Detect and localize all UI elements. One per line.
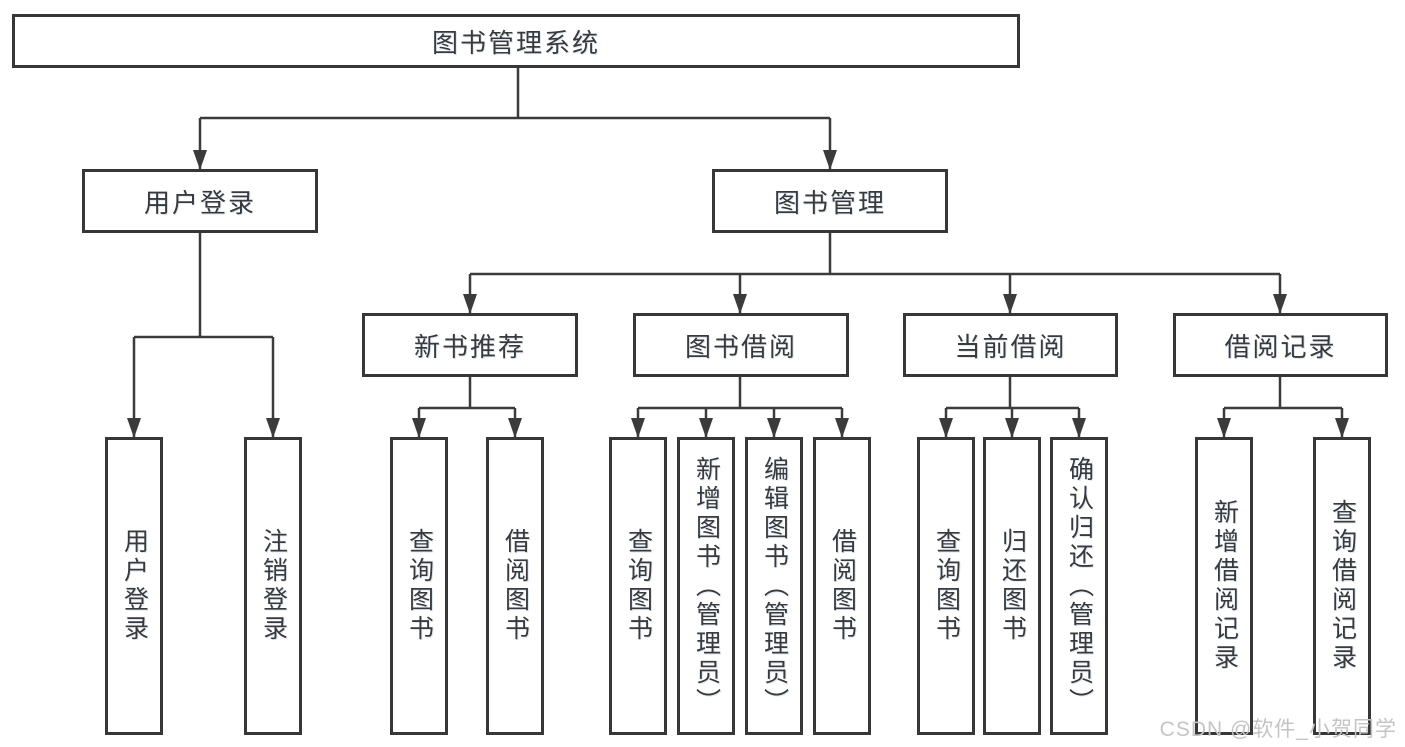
node-current-borrowing-label: 当前借阅 [954, 331, 1067, 362]
leaf-logout: 注销登录 [244, 437, 302, 735]
node-current-borrowing: 当前借阅 [903, 313, 1118, 377]
leaf-records-add-record: 新增借阅记录 [1195, 437, 1253, 735]
leaf-newrec-query-books: 查询图书 [390, 437, 448, 735]
node-book-borrowing: 图书借阅 [633, 313, 849, 377]
leaf-borrow-query-books-label: 查询图书 [624, 528, 653, 644]
leaf-current-return-books-label: 归还图书 [998, 528, 1027, 644]
node-book-borrowing-label: 图书借阅 [684, 331, 797, 362]
node-book-management-label: 图书管理 [773, 187, 886, 218]
leaf-newrec-borrow-books: 借阅图书 [486, 437, 544, 735]
leaf-records-query-record-label: 查询借阅记录 [1328, 499, 1357, 673]
csdn-watermark: CSDN @软件_小贺同学 [1159, 718, 1397, 741]
leaf-current-confirm-return-admin: 确认归还（管理员） [1050, 437, 1108, 735]
leaf-borrow-edit-books-admin: 编辑图书（管理员） [745, 437, 803, 735]
leaf-records-add-record-label: 新增借阅记录 [1210, 499, 1239, 673]
leaf-current-query-books: 查询图书 [917, 437, 975, 735]
node-new-book-recommend: 新书推荐 [362, 313, 578, 377]
leaf-borrow-borrow-books-label: 借阅图书 [828, 528, 857, 644]
leaf-newrec-query-books-label: 查询图书 [405, 528, 434, 644]
leaf-borrow-query-books: 查询图书 [609, 437, 667, 735]
node-borrowing-records: 借阅记录 [1173, 313, 1388, 377]
leaf-borrow-add-books-admin: 新增图书（管理员） [677, 437, 735, 735]
node-new-book-recommend-label: 新书推荐 [413, 331, 526, 362]
leaf-newrec-borrow-books-label: 借阅图书 [501, 528, 530, 644]
node-root-system: 图书管理系统 [12, 14, 1020, 68]
leaf-borrow-add-books-admin-label: 新增图书（管理员） [692, 455, 721, 717]
node-book-management: 图书管理 [712, 169, 948, 233]
leaf-borrow-edit-books-admin-label: 编辑图书（管理员） [760, 455, 789, 717]
node-borrowing-records-label: 借阅记录 [1224, 331, 1337, 362]
leaf-current-return-books: 归还图书 [983, 437, 1041, 735]
node-root-label: 图书管理系统 [431, 27, 600, 58]
leaf-user-login-label: 用户登录 [120, 528, 149, 644]
leaf-user-login: 用户登录 [105, 437, 163, 735]
leaf-current-confirm-return-admin-label: 确认归还（管理员） [1065, 455, 1094, 717]
leaf-logout-label: 注销登录 [259, 528, 288, 644]
node-user-login: 用户登录 [82, 169, 318, 233]
leaf-current-query-books-label: 查询图书 [932, 528, 961, 644]
leaf-borrow-borrow-books: 借阅图书 [813, 437, 871, 735]
node-user-login-label: 用户登录 [143, 187, 256, 218]
leaf-records-query-record: 查询借阅记录 [1313, 437, 1371, 735]
